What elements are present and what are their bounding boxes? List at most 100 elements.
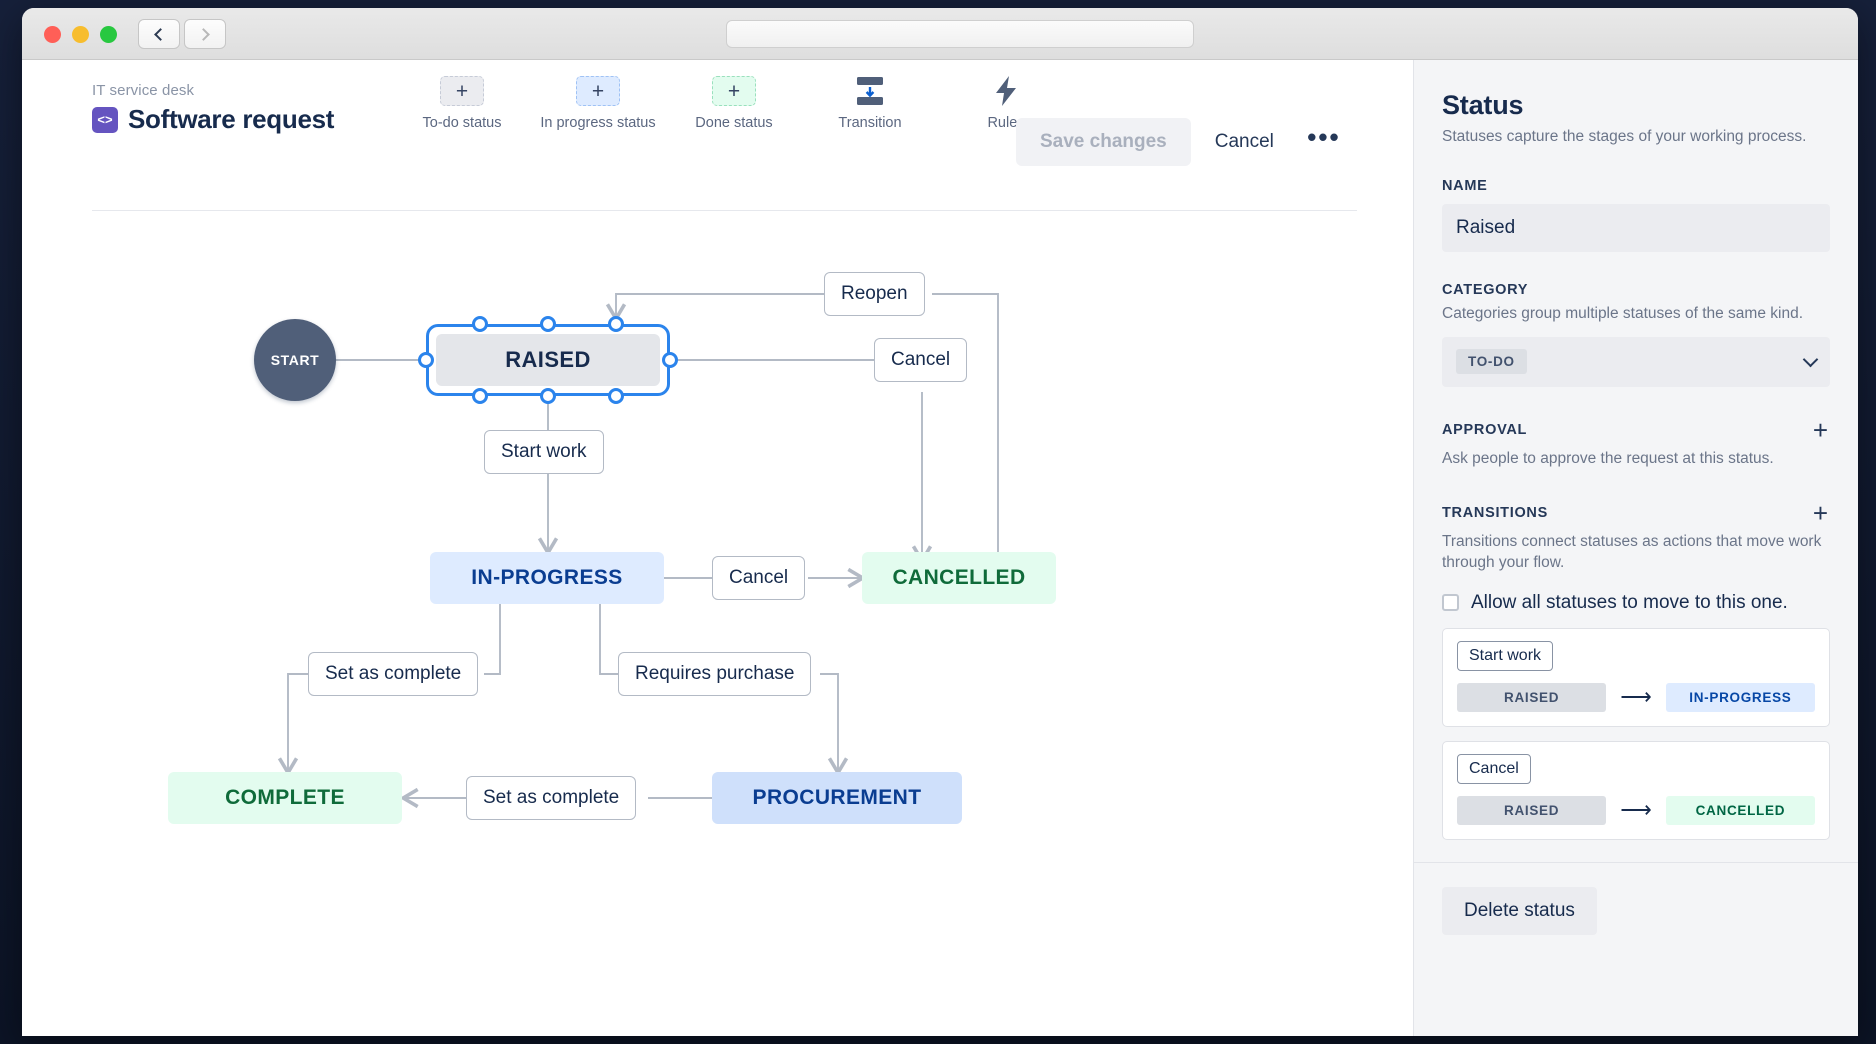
resize-handle-top-left[interactable] — [472, 316, 488, 332]
rules-lightning-icon[interactable] — [993, 76, 1019, 106]
transition-from-badge: RAISED — [1457, 682, 1607, 712]
close-window-icon[interactable] — [44, 26, 61, 43]
panel-title: Status — [1442, 90, 1524, 120]
tool-in-progress-status[interactable]: + In progress status — [530, 76, 666, 131]
resize-handle-bottom-left[interactable] — [472, 388, 488, 404]
plus-icon[interactable]: + — [440, 76, 484, 106]
status-name-input[interactable]: Raised — [1442, 203, 1830, 252]
transitions-description: Transitions connect statuses as actions … — [1442, 532, 1822, 571]
category-label: CATEGORY — [1442, 281, 1529, 298]
chevron-right-icon — [197, 27, 210, 41]
page-title-row: <> Software request — [92, 104, 334, 135]
allow-all-checkbox[interactable] — [1442, 594, 1459, 612]
edge-label-requires-purchase[interactable]: Requires purchase — [618, 652, 812, 696]
tool-rules[interactable]: Rules — [938, 76, 1074, 131]
edge-label-set-as-complete-1[interactable]: Set as complete — [308, 652, 479, 696]
transition-name[interactable]: Start work — [1457, 640, 1554, 671]
category-section: CATEGORY Categories group multiple statu… — [1442, 282, 1830, 387]
name-section: NAME Raised — [1442, 178, 1830, 252]
tool-label: Done status — [695, 115, 773, 131]
resize-handle-top-right[interactable] — [608, 316, 624, 332]
resize-handle-bottom-right[interactable] — [608, 388, 624, 404]
arrow-right-icon: ⟶ — [1620, 684, 1652, 710]
transitions-label: TRANSITIONS — [1442, 504, 1548, 521]
allow-all-statuses-row[interactable]: Allow all statuses to move to this one. — [1442, 592, 1830, 614]
transition-icon[interactable] — [853, 76, 887, 106]
tool-done-status[interactable]: + Done status — [666, 76, 802, 131]
tool-label: Transition — [838, 115, 902, 131]
resize-handle-right[interactable] — [662, 352, 678, 368]
workflow-node-start[interactable]: START — [254, 319, 336, 401]
add-transition-icon[interactable]: + — [1812, 497, 1828, 528]
transition-from-badge: RAISED — [1457, 795, 1607, 825]
workflow-node-in-progress[interactable]: IN-PROGRESS — [430, 552, 664, 604]
category-description: Categories group multiple statuses of th… — [1442, 304, 1803, 322]
arrow-right-icon: ⟶ — [1620, 797, 1652, 823]
add-approval-icon[interactable]: + — [1812, 414, 1828, 445]
transition-flow: RAISED ⟶ CANCELLED — [1457, 795, 1816, 825]
transitions-header: TRANSITIONS + — [1442, 500, 1830, 526]
edge-label-start-work[interactable]: Start work — [484, 430, 604, 474]
traffic-lights — [44, 26, 117, 43]
edge-label-reopen[interactable]: Reopen — [824, 272, 925, 316]
resize-handle-bottom-center[interactable] — [540, 388, 556, 404]
project-code-icon: <> — [92, 106, 118, 133]
transition-to-badge: CANCELLED — [1665, 795, 1816, 825]
back-button[interactable] — [138, 19, 180, 49]
cancel-button[interactable]: Cancel — [1214, 131, 1274, 152]
page-title: Software request — [128, 104, 335, 134]
plus-icon[interactable]: + — [712, 76, 756, 106]
save-changes-button[interactable]: Save changes — [1016, 118, 1191, 166]
workflow-node-cancelled[interactable]: CANCELLED — [862, 552, 1056, 604]
breadcrumb[interactable]: IT service desk — [92, 82, 195, 99]
browser-titlebar — [22, 8, 1858, 60]
workflow-node-raised[interactable]: RAISED — [436, 334, 660, 386]
minimize-window-icon[interactable] — [72, 26, 89, 43]
transition-card[interactable]: Start work RAISED ⟶ IN-PROGRESS — [1442, 627, 1830, 727]
edge-label-cancel-progress[interactable]: Cancel — [712, 556, 806, 600]
page-body: IT service desk <> Software request + To… — [22, 60, 1858, 1036]
resize-handle-left[interactable] — [418, 352, 434, 368]
edge-label-cancel-raised[interactable]: Cancel — [874, 338, 968, 382]
panel-divider — [1414, 861, 1858, 863]
transition-flow: RAISED ⟶ IN-PROGRESS — [1457, 682, 1816, 712]
workflow-canvas[interactable]: START RAISED IN-PROGRESS CANCELLED COMPL… — [22, 212, 1413, 1036]
status-tools: + To-do status + In progress status + Do… — [394, 76, 1074, 131]
browser-window: IT service desk <> Software request + To… — [22, 8, 1858, 1036]
transition-to-badge: IN-PROGRESS — [1665, 682, 1816, 712]
resize-handle-top-center[interactable] — [540, 316, 556, 332]
toolbar-divider — [92, 210, 1357, 211]
editor-toolbar: IT service desk <> Software request + To… — [22, 60, 1413, 211]
chevron-down-icon — [1802, 351, 1819, 368]
tool-transition[interactable]: Transition — [802, 76, 938, 131]
edge-label-set-as-complete-2[interactable]: Set as complete — [466, 776, 637, 820]
category-value-badge: TO-DO — [1456, 349, 1527, 375]
approval-description: Ask people to approve the request at thi… — [1442, 449, 1774, 467]
workflow-node-procurement[interactable]: PROCUREMENT — [712, 772, 962, 824]
approval-section: APPROVAL + Ask people to approve the req… — [1442, 417, 1830, 470]
delete-status-button[interactable]: Delete status — [1442, 886, 1597, 935]
plus-icon[interactable]: + — [576, 76, 620, 106]
transitions-section: TRANSITIONS + Transitions connect status… — [1442, 500, 1830, 840]
workflow-node-complete[interactable]: COMPLETE — [168, 772, 402, 824]
chevron-left-icon — [154, 27, 167, 41]
status-panel: Status Statuses capture the stages of yo… — [1413, 60, 1858, 1036]
more-options-icon[interactable]: ••• — [1307, 121, 1341, 152]
category-select[interactable]: TO-DO — [1442, 336, 1830, 387]
address-bar[interactable] — [726, 20, 1194, 48]
approval-header: APPROVAL + — [1442, 417, 1830, 443]
forward-button[interactable] — [184, 19, 226, 49]
tool-label: In progress status — [540, 115, 656, 131]
workflow-edges — [277, 293, 999, 809]
panel-subtitle: Statuses capture the stages of your work… — [1442, 128, 1807, 145]
allow-all-label: Allow all statuses to move to this one. — [1471, 591, 1788, 613]
transition-card[interactable]: Cancel RAISED ⟶ CANCELLED — [1442, 740, 1830, 840]
transition-name[interactable]: Cancel — [1457, 753, 1531, 784]
workflow-editor: IT service desk <> Software request + To… — [22, 60, 1413, 1036]
approval-label: APPROVAL — [1442, 421, 1528, 438]
tool-todo-status[interactable]: + To-do status — [394, 76, 530, 131]
tool-label: Rules — [987, 115, 1025, 131]
tool-label: To-do status — [422, 115, 502, 131]
maximize-window-icon[interactable] — [100, 26, 117, 43]
